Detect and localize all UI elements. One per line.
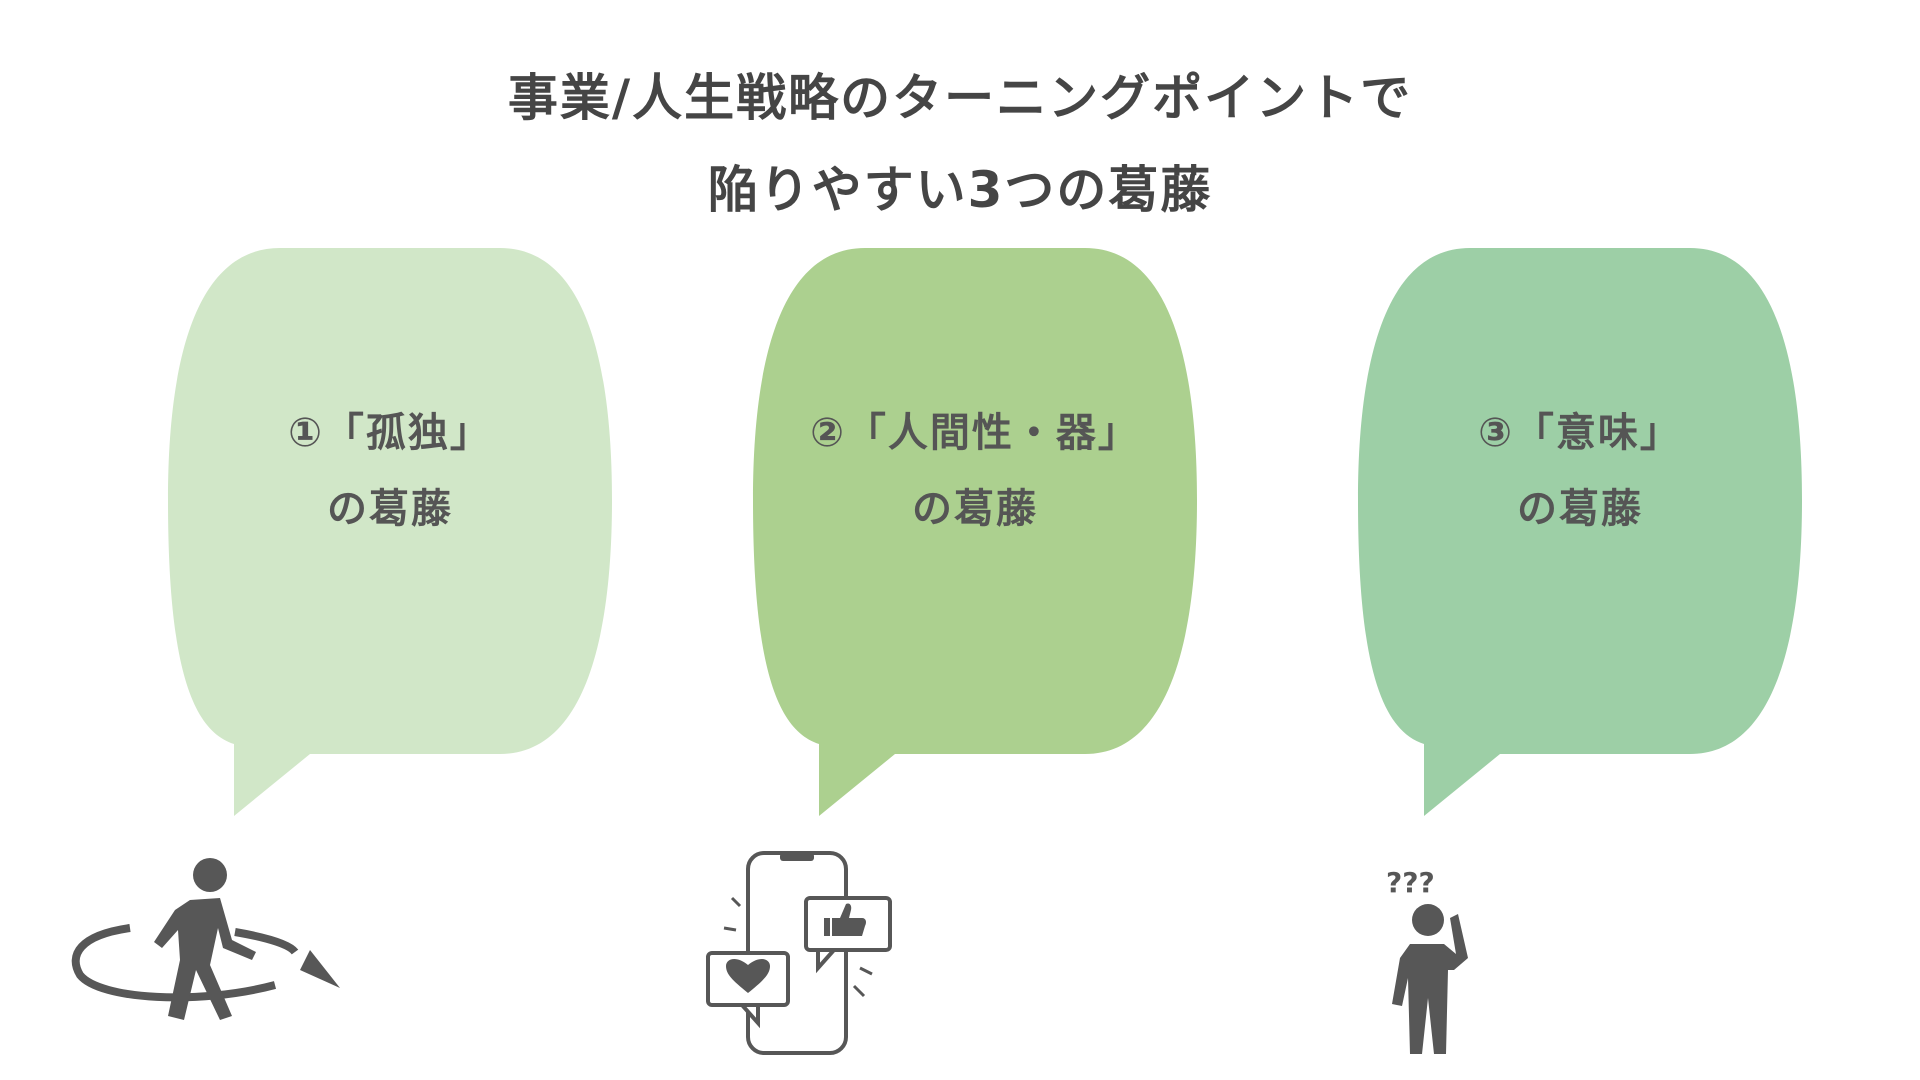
smartphone-heart-like-icon: [706, 851, 892, 1055]
bubble-2-label: ②「人間性・器」 の葛藤: [755, 395, 1195, 547]
bubble-3-line1: ③「意味」: [1478, 410, 1682, 456]
bubble-2-line2: の葛藤: [912, 486, 1038, 532]
bubble-1-line1: ①「孤独」: [288, 410, 492, 456]
page-title-line1: 事業/人生戦略のターニングポイントで: [507, 69, 1413, 127]
svg-text:???: ???: [1386, 866, 1435, 899]
confused-person-question-marks-icon: ???: [1386, 866, 1468, 1054]
bubble-3-line2: の葛藤: [1517, 486, 1643, 532]
walking-person-circle-arrow-icon: [71, 858, 340, 1020]
bubble-3-label: ③「意味」 の葛藤: [1360, 395, 1800, 547]
speech-bubble-3: [1358, 248, 1802, 816]
speech-bubble-1: [168, 248, 612, 816]
page-title-line2: 陥りやすい3つの葛藤: [707, 161, 1213, 219]
speech-bubble-2: [753, 248, 1197, 816]
bubble-2-line1: ②「人間性・器」: [810, 410, 1140, 456]
bubble-1-label: ①「孤独」 の葛藤: [170, 395, 610, 547]
bubble-1-line2: の葛藤: [327, 486, 453, 532]
